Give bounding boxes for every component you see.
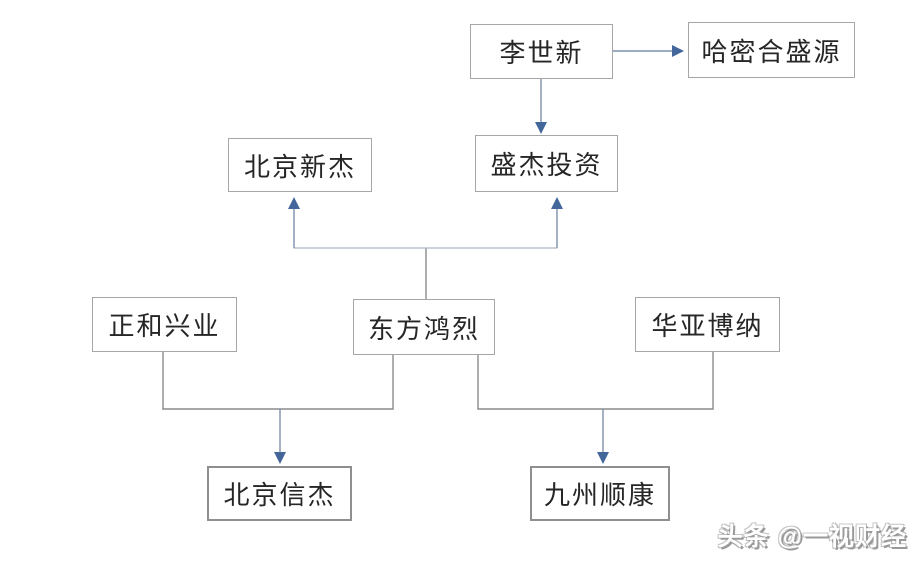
node-shengjie-touzi: 盛杰投资 <box>475 135 618 192</box>
node-label: 北京信杰 <box>223 481 336 510</box>
node-label: 正和兴业 <box>108 312 221 341</box>
node-label: 九州顺康 <box>543 481 656 510</box>
node-label: 盛杰投资 <box>490 151 603 180</box>
node-label: 李世新 <box>499 39 584 68</box>
edge-lishixin-hami <box>613 45 684 57</box>
node-beijing-xinjie: 北京新杰 <box>228 138 372 192</box>
node-label: 东方鸿烈 <box>367 314 480 344</box>
edge-dongfang-branch-up <box>288 197 563 299</box>
node-hami-heshengyuan: 哈密合盛源 <box>688 22 855 78</box>
toutiao-watermark: 头条 @一视财经 <box>717 523 907 551</box>
node-li-shixin: 李世新 <box>470 24 613 79</box>
edge-right-group-jiuzhou <box>477 352 714 464</box>
node-label: 哈密合盛源 <box>701 37 842 67</box>
node-label: 华亚博纳 <box>651 312 764 341</box>
node-beijing-xinjie-2: 北京信杰 <box>207 466 352 521</box>
edge-left-group-beijingxinjie2 <box>162 352 394 464</box>
node-dongfang-honglie: 东方鸿烈 <box>353 299 495 355</box>
node-huaya-bona: 华亚博纳 <box>635 297 780 352</box>
node-label: 北京新杰 <box>243 152 356 182</box>
node-zhenghe-xingye: 正和兴业 <box>92 297 237 352</box>
edge-lishixin-shengjie <box>535 79 547 134</box>
node-jiuzhou-shunkang: 九州顺康 <box>530 466 670 521</box>
